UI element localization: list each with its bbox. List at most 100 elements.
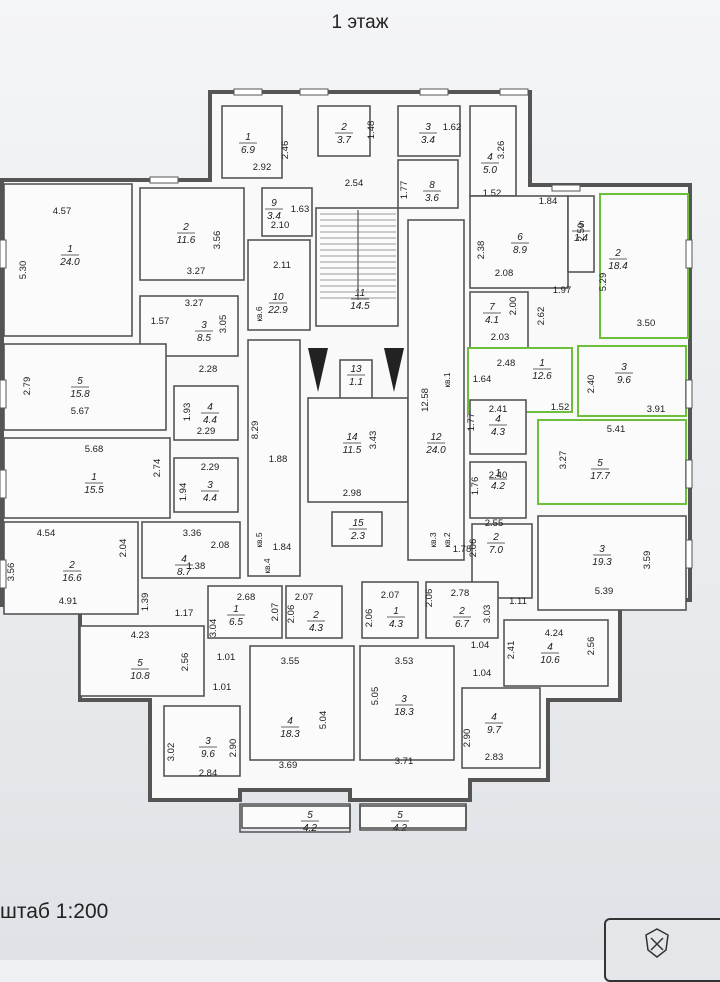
dimension-label: 1.77 [399, 181, 410, 200]
room-area: 9.6 [201, 749, 215, 760]
room-number: 12 [430, 432, 442, 443]
room: 49.72.902.83 [461, 687, 541, 769]
dimension-label: 5.04 [318, 711, 329, 730]
dimension-label: 3.04 [208, 619, 219, 638]
room-area: 4.2 [393, 823, 407, 834]
room-area: 3.6 [425, 193, 439, 204]
dimension-label: 3.27 [187, 266, 206, 277]
dimension-label: 5.41 [607, 424, 626, 435]
dimension-label: 1.57 [151, 316, 170, 327]
room-number: 5 [307, 810, 313, 821]
dimension-label: 5.67 [71, 406, 90, 417]
room-number: 1 [393, 606, 399, 617]
room-outline [331, 511, 383, 547]
room-outline [3, 183, 133, 337]
official-stamp [604, 918, 720, 982]
dimension-label: 2.41 [506, 641, 517, 660]
room-number: 13 [350, 364, 362, 375]
apartment-label: кв.4 [262, 558, 272, 574]
room-area: 18.3 [280, 729, 300, 740]
dimension-label: 1.38 [187, 561, 206, 572]
room: 93.41.632.10 [261, 187, 313, 237]
room-number: 5 [77, 376, 83, 387]
room-outline [285, 585, 343, 639]
room-area: 18.3 [394, 707, 414, 718]
room-area: 24.0 [425, 445, 446, 456]
dimension-label: 5.39 [595, 586, 614, 597]
dimension-label: 2.28 [199, 364, 218, 375]
room-area: 15.8 [70, 389, 90, 400]
dimension-label: 2.92 [253, 162, 272, 173]
staircase [320, 210, 396, 300]
dimension-label: 2.29 [197, 426, 216, 437]
window [149, 176, 179, 184]
dimension-label: 2.40 [489, 470, 508, 481]
room-number: 4 [181, 554, 187, 565]
room-outline [567, 195, 595, 273]
dimension-label: 2.38 [476, 241, 487, 260]
window [551, 184, 581, 192]
room-number: 1 [233, 604, 239, 615]
room-number: 3 [205, 736, 211, 747]
room-area: 8.7 [177, 567, 191, 578]
dimension-label: 3.56 [6, 563, 17, 582]
apartment-label: кв.2 [442, 532, 452, 548]
room: 83.61.77 [397, 159, 459, 209]
room-outline [247, 239, 311, 331]
room-area: 6.5 [229, 617, 243, 628]
dimension-label: 4.91 [59, 596, 78, 607]
dimension-label: 2.06 [468, 539, 479, 558]
room-area: 11.6 [177, 235, 196, 246]
room-outline [469, 195, 569, 289]
dimension-label: 4.57 [53, 206, 72, 217]
room: 124.04.575.30 [3, 183, 133, 337]
room-outline [261, 187, 313, 237]
room-number: 3 [599, 544, 605, 555]
room-outline [599, 193, 689, 339]
dimension-label: 3.53 [395, 656, 414, 667]
room-outline [317, 105, 371, 157]
dimension-label: 2.56 [180, 653, 191, 672]
window [685, 239, 693, 269]
room-area: 17.7 [590, 471, 610, 482]
dimension-label: 2.68 [237, 592, 256, 603]
room-number: 14 [346, 432, 358, 443]
room-area: 12.6 [532, 371, 552, 382]
room: 74.12.002.03 [469, 291, 529, 349]
dimension-label: 5.68 [85, 444, 104, 455]
dimension-label: 1.93 [182, 403, 193, 422]
dimension-label: 2.11 [273, 260, 291, 271]
room: 51.41.842.59 [539, 195, 595, 273]
room-area: 8.5 [197, 333, 211, 344]
room-number: 3 [621, 362, 627, 373]
dimension-label: 2.55 [485, 518, 504, 529]
room-outline [173, 457, 239, 513]
room-area: 4.1 [485, 315, 499, 326]
room-number: 4 [287, 716, 293, 727]
room-number: 2 [614, 248, 621, 259]
dimension-label: 2.46 [280, 141, 291, 160]
room: 1 6.5 2.68 3.04 2.07 [207, 585, 283, 639]
room: 45.03.261.52 [469, 105, 517, 199]
dimension-label: 2.98 [343, 488, 362, 499]
room-number: 4 [487, 152, 493, 163]
dimension-label: 2.79 [22, 377, 33, 396]
room-area: 7.0 [489, 545, 503, 556]
room-area: 2.3 [350, 531, 365, 542]
room-number: 10 [272, 292, 284, 303]
dimension-label: 2.07 [270, 603, 281, 622]
room-outline [241, 805, 351, 829]
room-outline [139, 187, 245, 281]
room-area: 4.3 [491, 427, 505, 438]
dimension-label: 1.52 [551, 402, 570, 413]
room: 131.1 [339, 359, 373, 405]
dimension-label: 2.54 [345, 178, 364, 189]
room: 34.42.291.94 [173, 457, 239, 513]
dimension-label: 2.59 [576, 223, 587, 242]
room-outline [163, 705, 241, 777]
room-area: 4.3 [309, 623, 323, 634]
window [0, 239, 7, 269]
balcony-outline [359, 803, 467, 831]
